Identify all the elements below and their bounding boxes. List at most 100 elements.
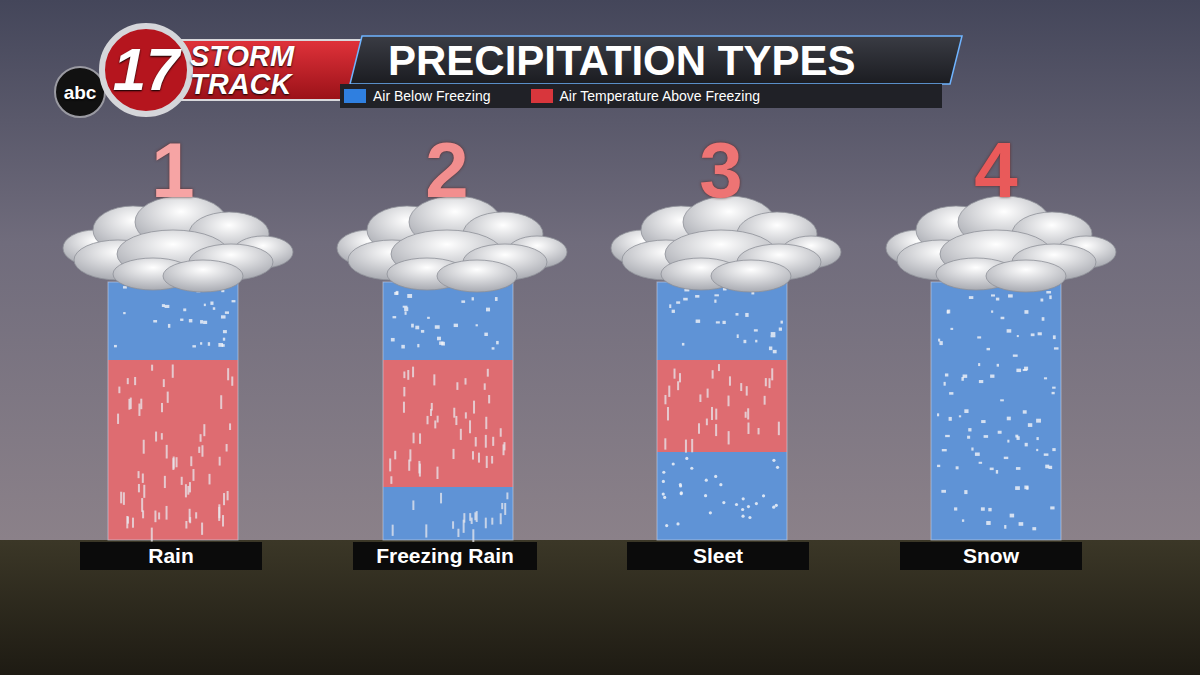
channel-logo-ring: [102, 26, 190, 114]
snowflake: [407, 294, 412, 298]
snowflake: [394, 292, 398, 295]
raindrop: [476, 511, 478, 522]
snowflake: [415, 326, 419, 330]
raindrop: [413, 433, 415, 444]
snowflake: [223, 338, 225, 341]
snowflake: [461, 300, 465, 303]
raindrop: [390, 476, 392, 484]
raindrop: [128, 399, 130, 410]
raindrop: [403, 387, 405, 396]
raindrop: [138, 471, 140, 478]
sleet-pellet: [741, 515, 744, 518]
legend-text: Air Below Freezing: [373, 88, 491, 104]
snowflake: [1049, 295, 1051, 299]
raindrop: [728, 431, 730, 444]
raindrop: [718, 364, 720, 371]
snowflake: [484, 333, 488, 336]
snowflake: [1000, 399, 1004, 401]
snowflake: [964, 409, 968, 413]
snowflake: [123, 312, 125, 314]
cold-layer: [657, 452, 787, 540]
snowflake: [495, 297, 498, 301]
raindrop: [185, 521, 187, 529]
snowflake: [938, 339, 940, 342]
callout-number: 3: [699, 131, 742, 209]
sleet-pellet: [672, 462, 675, 465]
raindrop: [440, 493, 442, 504]
snowflake: [1036, 437, 1038, 440]
snowflake: [472, 297, 474, 300]
raindrop: [151, 365, 153, 371]
snowflake: [978, 363, 980, 366]
raindrop: [664, 395, 666, 404]
raindrop: [758, 428, 760, 434]
snowflake: [754, 329, 758, 331]
sleet-pellet: [735, 503, 738, 506]
snowflake: [1031, 333, 1035, 336]
raindrop: [473, 401, 475, 414]
cloud: [886, 196, 1116, 292]
snowflake: [979, 462, 982, 464]
raindrop: [711, 407, 713, 420]
raindrop: [189, 482, 191, 492]
snowflake: [401, 345, 405, 349]
sleet-pellet: [755, 502, 758, 505]
raindrop: [487, 369, 489, 377]
raindrop: [227, 368, 229, 380]
raindrop: [142, 473, 144, 482]
snowflake: [1016, 369, 1021, 372]
raindrop: [117, 414, 119, 424]
raindrop: [427, 416, 429, 424]
raindrop: [746, 386, 748, 395]
raindrop: [465, 378, 467, 384]
snowflake: [404, 307, 408, 311]
snowflake: [123, 286, 127, 288]
snowflake: [1024, 367, 1028, 371]
raindrop: [485, 435, 487, 448]
cloud: [63, 196, 293, 292]
raindrop: [453, 408, 455, 418]
snowflake: [439, 341, 443, 344]
raindrop: [699, 394, 701, 402]
snowflake: [427, 317, 430, 319]
raindrop: [138, 484, 140, 492]
snowflake: [981, 420, 985, 423]
raindrop: [134, 377, 136, 385]
snowflake: [435, 325, 440, 329]
raindrop: [491, 518, 493, 525]
raindrop: [729, 376, 731, 385]
raindrop: [728, 396, 730, 407]
raindrop: [166, 445, 168, 459]
raindrop: [501, 503, 503, 509]
raindrop: [412, 500, 414, 510]
sleet-pellet: [680, 492, 683, 495]
snowflake: [496, 341, 499, 344]
raindrop: [389, 458, 391, 471]
raindrop: [166, 506, 168, 520]
callout-number: 1: [151, 131, 194, 209]
sleet-pellet: [662, 480, 665, 483]
sleet-pellet: [685, 457, 688, 460]
snowflake: [937, 413, 939, 416]
snowflake: [1036, 419, 1041, 423]
raindrop: [132, 518, 134, 528]
raindrop: [192, 469, 194, 481]
snowflake: [1038, 332, 1042, 335]
sleet-pellet: [680, 491, 683, 494]
cold-layer: [108, 282, 238, 360]
raindrop: [674, 369, 676, 379]
snowflake: [696, 319, 701, 322]
snowflake: [454, 324, 458, 327]
snowflake: [944, 382, 946, 386]
raindrop: [164, 476, 166, 488]
snowflake: [1032, 527, 1036, 530]
snowflake: [1008, 294, 1013, 297]
snowflake: [1007, 329, 1012, 332]
snowflake: [1040, 299, 1043, 302]
snowflake: [180, 319, 183, 321]
raindrop: [745, 412, 747, 418]
snowflake: [981, 507, 985, 510]
raindrop: [434, 420, 436, 428]
snowflake: [998, 431, 1002, 434]
sleet-pellet: [775, 504, 778, 507]
